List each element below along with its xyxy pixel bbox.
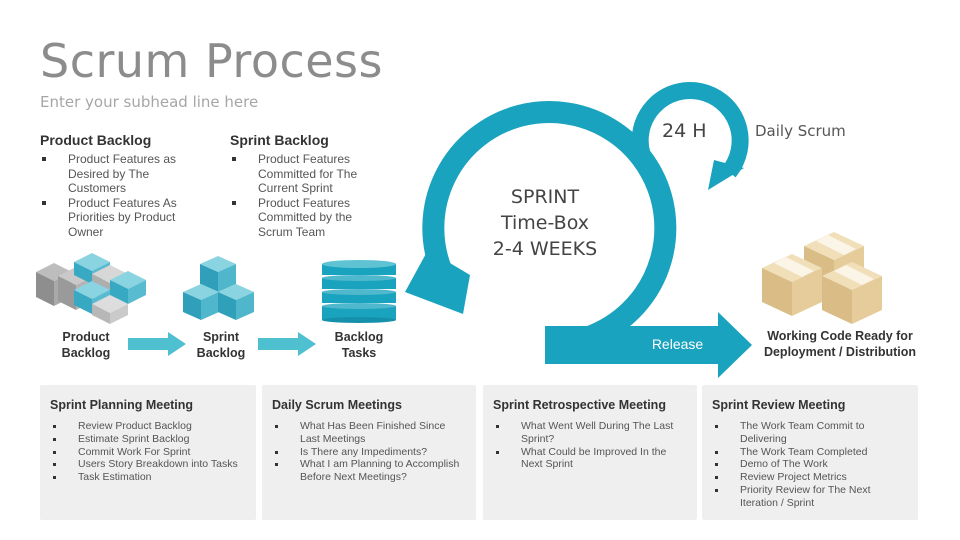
cube-grid-icon xyxy=(36,253,146,324)
list-item: Priority Review for The Next Iteration /… xyxy=(712,484,908,510)
sprint-line-1: SPRINT xyxy=(510,186,580,208)
daily-hours-label: 24 H xyxy=(662,120,707,142)
sprint-retrospective-card: Sprint Retrospective Meeting What Went W… xyxy=(483,385,697,520)
list-item: What Could be Improved In the Next Sprin… xyxy=(493,446,687,472)
list-item: What Went Well During The Last Sprint? xyxy=(493,420,687,446)
list-item: Users Story Breakdown into Tasks xyxy=(50,458,246,471)
boxes-icon xyxy=(762,232,882,324)
sprint-planning-card: Sprint Planning Meeting Review Product B… xyxy=(40,385,256,520)
flow-arrow-2 xyxy=(258,332,316,356)
page-title: Scrum Process xyxy=(40,34,383,88)
daily-cycle-icon xyxy=(631,82,749,190)
list-item: What Has Been Finished Since Last Meetin… xyxy=(272,420,466,446)
card-title: Sprint Planning Meeting xyxy=(50,398,194,412)
working-code-label: Working Code Ready for Deployment / Dist… xyxy=(763,329,917,359)
page-subtitle: Enter your subhead line here xyxy=(40,93,259,111)
card-title: Sprint Review Meeting xyxy=(712,398,846,412)
sprint-backlog-heading: Sprint Backlog xyxy=(230,132,329,148)
backlog-tasks-label: Backlog Tasks xyxy=(334,330,384,360)
card-list: The Work Team Commit to Delivering The W… xyxy=(712,420,908,510)
product-backlog-list: Product Features as Desired by The Custo… xyxy=(40,152,200,239)
list-item: Product Features as Desired by The Custo… xyxy=(40,152,200,196)
card-title: Daily Scrum Meetings xyxy=(272,398,402,412)
sprint-timebox-text: SPRINT Time-Box 2-4 WEEKS xyxy=(470,184,620,262)
flow-arrow-1 xyxy=(128,332,186,356)
list-item: Review Project Metrics xyxy=(712,471,908,484)
list-item: The Work Team Completed xyxy=(712,446,908,459)
daily-scrum-card: Daily Scrum Meetings What Has Been Finis… xyxy=(262,385,476,520)
sprint-review-card: Sprint Review Meeting The Work Team Comm… xyxy=(702,385,918,520)
list-item: What I am Planning to Accomplish Before … xyxy=(272,458,466,484)
product-backlog-heading: Product Backlog xyxy=(40,132,152,148)
card-list: What Went Well During The Last Sprint? W… xyxy=(493,420,687,471)
list-item: Is There any Impediments? xyxy=(272,446,466,459)
list-item: Product Features Committed by the Scrum … xyxy=(230,196,380,240)
card-list: Review Product Backlog Estimate Sprint B… xyxy=(50,420,246,484)
list-item: Product Features As Priorities by Produc… xyxy=(40,196,200,240)
sprint-backlog-list: Product Features Committed for The Curre… xyxy=(230,152,380,239)
cube-stack-icon xyxy=(183,256,254,320)
list-item: Task Estimation xyxy=(50,471,246,484)
daily-scrum-label: Daily Scrum xyxy=(755,122,846,140)
card-list: What Has Been Finished Since Last Meetin… xyxy=(272,420,466,484)
list-item: Demo of The Work xyxy=(712,458,908,471)
list-item: Estimate Sprint Backlog xyxy=(50,433,246,446)
database-icon xyxy=(322,260,396,323)
sprint-cycle-icon xyxy=(405,101,677,356)
sprint-backlog-label: Sprint Backlog xyxy=(196,330,246,360)
card-title: Sprint Retrospective Meeting xyxy=(493,398,666,412)
release-label: Release xyxy=(651,336,704,352)
list-item: Review Product Backlog xyxy=(50,420,246,433)
sprint-line-2: Time-Box xyxy=(501,212,589,234)
sprint-line-3: 2-4 WEEKS xyxy=(492,238,598,260)
list-item: The Work Team Commit to Delivering xyxy=(712,420,908,446)
list-item: Commit Work For Sprint xyxy=(50,446,246,459)
product-backlog-label: Product Backlog xyxy=(61,330,111,360)
list-item: Product Features Committed for The Curre… xyxy=(230,152,380,196)
